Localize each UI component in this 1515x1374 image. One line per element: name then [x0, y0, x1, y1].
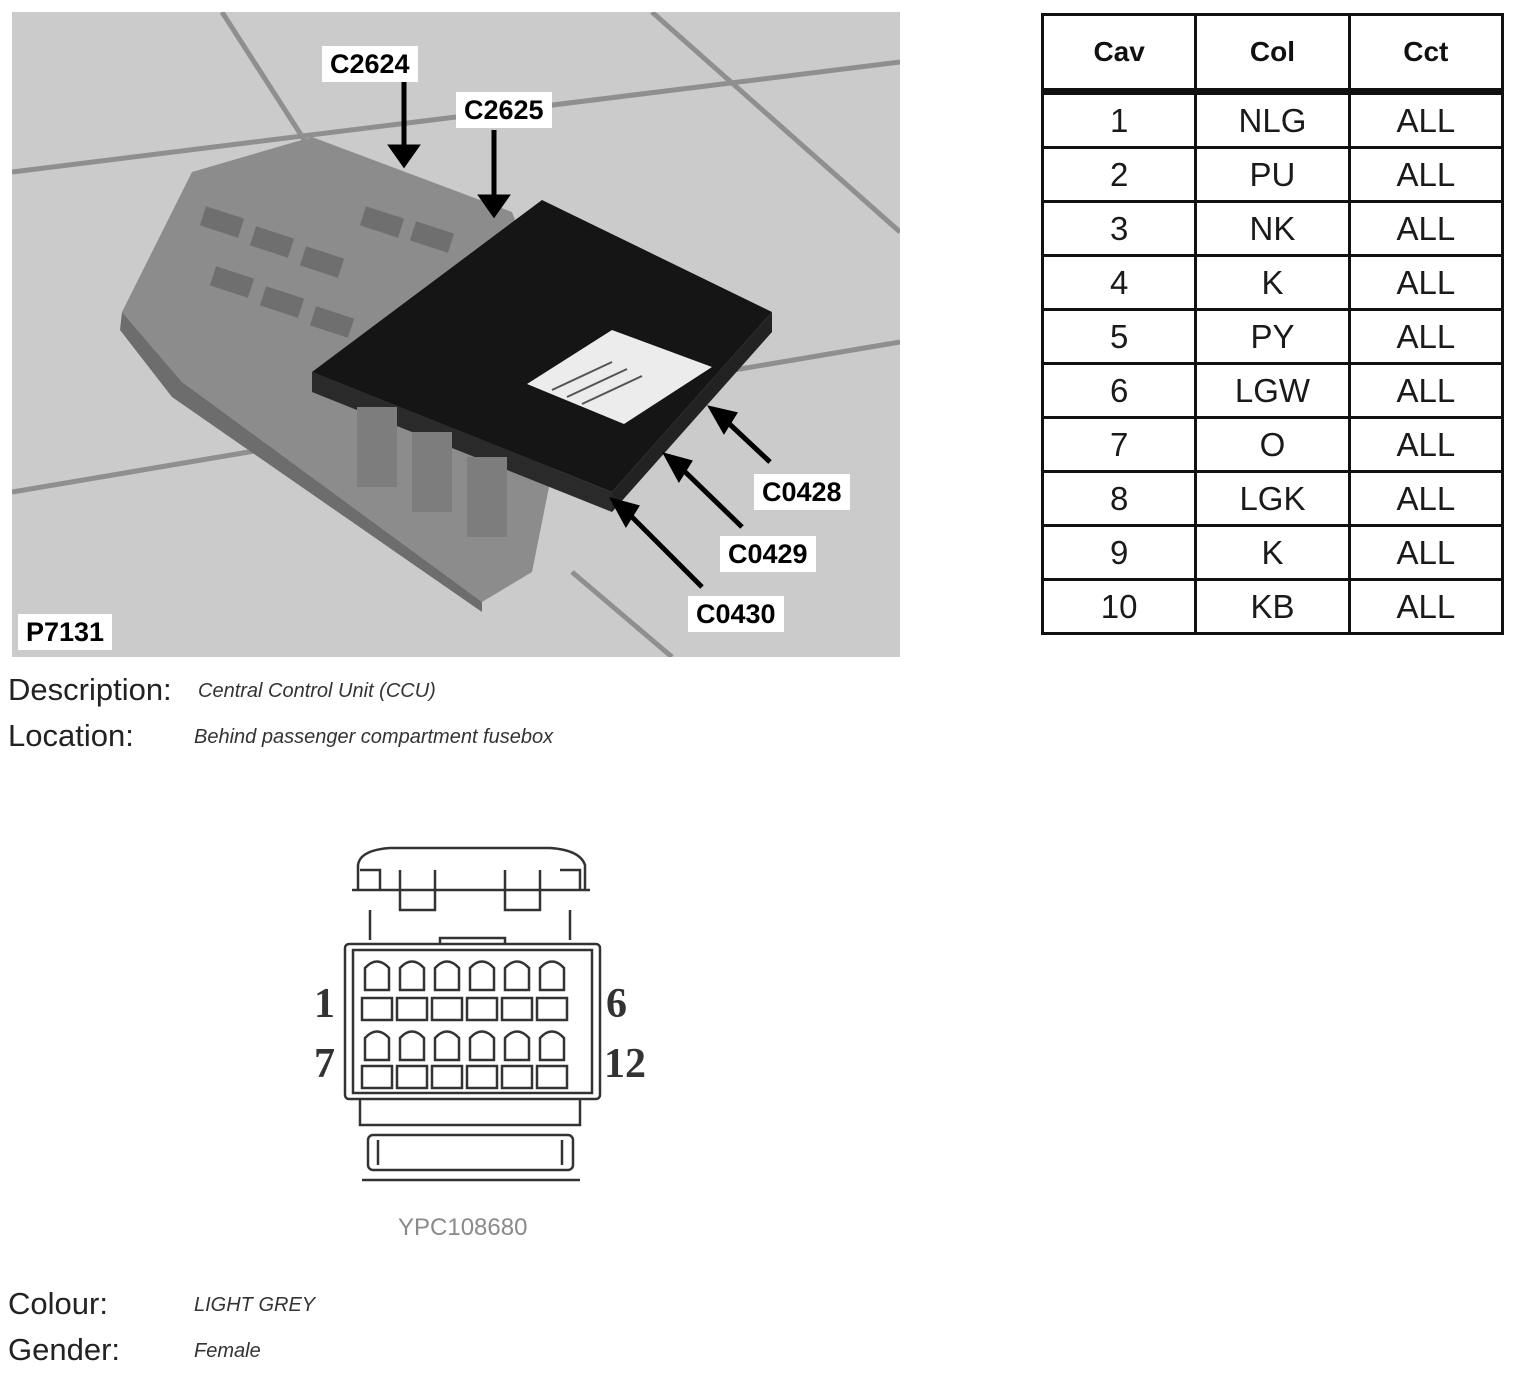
- cell-cct: ALL: [1347, 417, 1505, 473]
- description-value: Central Control Unit (CCU): [198, 680, 436, 702]
- cell-cav: 6: [1040, 363, 1198, 419]
- table-row: 8 LGK ALL: [1040, 471, 1505, 527]
- table-row: 6 LGW ALL: [1040, 363, 1505, 419]
- cell-col: LGW: [1194, 363, 1351, 419]
- table-row: 9 K ALL: [1040, 525, 1505, 581]
- gender-value: Female: [194, 1340, 261, 1362]
- cell-col: O: [1194, 417, 1351, 473]
- cell-col: PY: [1194, 309, 1351, 365]
- cell-cav: 5: [1040, 309, 1198, 365]
- description-label: Description:: [8, 672, 172, 707]
- part-number: YPC108680: [398, 1214, 528, 1241]
- cell-cct: ALL: [1347, 147, 1505, 203]
- cell-cct: ALL: [1347, 363, 1505, 419]
- component-photo: C2624 C2625 C0428 C0429 C0430 P7131: [12, 12, 900, 657]
- table-row: 3 NK ALL: [1040, 201, 1505, 257]
- cell-cav: 7: [1040, 417, 1198, 473]
- pinout-table: Cav Col Cct 1 NLG ALL 2 PU ALL 3 NK ALL …: [1040, 13, 1505, 635]
- cell-col: K: [1194, 525, 1351, 581]
- gender-label: Gender:: [8, 1332, 121, 1367]
- cell-cav: 4: [1040, 255, 1198, 311]
- cell-col: K: [1194, 255, 1351, 311]
- table-row: 4 K ALL: [1040, 255, 1505, 311]
- cell-cav: 9: [1040, 525, 1198, 581]
- cell-cav: 10: [1040, 579, 1198, 634]
- callout-c0429: C0429: [720, 536, 816, 572]
- photo-reference: P7131: [18, 614, 113, 650]
- pin-label-1: 1: [314, 981, 335, 1027]
- header-col: Col: [1194, 14, 1351, 95]
- cell-cct: ALL: [1347, 525, 1505, 581]
- callout-c2625: C2625: [456, 92, 552, 128]
- colour-value: LIGHT GREY: [194, 1294, 316, 1316]
- cell-col: PU: [1194, 147, 1351, 203]
- location-label: Location:: [8, 718, 134, 753]
- colour-label: Colour:: [8, 1286, 108, 1321]
- location-value: Behind passenger compartment fusebox: [194, 726, 554, 748]
- pin-label-12: 12: [604, 1041, 646, 1087]
- table-row: 2 PU ALL: [1040, 147, 1505, 203]
- pin-label-6: 6: [606, 981, 627, 1027]
- table-header-row: Cav Col Cct: [1040, 14, 1505, 95]
- table-row: 5 PY ALL: [1040, 309, 1505, 365]
- cell-cct: ALL: [1347, 471, 1505, 527]
- cell-cct: ALL: [1347, 91, 1505, 149]
- cell-cav: 2: [1040, 147, 1198, 203]
- cell-cct: ALL: [1347, 255, 1505, 311]
- callout-c0430: C0430: [688, 596, 784, 632]
- cell-col: LGK: [1194, 471, 1351, 527]
- cell-cav: 3: [1040, 201, 1198, 257]
- pin-label-7: 7: [314, 1041, 335, 1087]
- connector-outline: [343, 846, 602, 1182]
- cell-cav: 1: [1040, 91, 1198, 149]
- cell-cct: ALL: [1347, 579, 1505, 634]
- cell-cav: 8: [1040, 471, 1198, 527]
- table-row: 7 O ALL: [1040, 417, 1505, 473]
- cell-col: NLG: [1194, 91, 1351, 149]
- cell-col: KB: [1194, 579, 1351, 634]
- cell-cct: ALL: [1347, 309, 1505, 365]
- connector-face-diagram: 1 6 7 12: [300, 840, 680, 1205]
- table-row: 10 KB ALL: [1040, 579, 1505, 634]
- header-cct: Cct: [1347, 14, 1505, 95]
- callout-c0428: C0428: [754, 474, 850, 510]
- cell-col: NK: [1194, 201, 1351, 257]
- callout-c2624: C2624: [322, 46, 418, 82]
- header-cav: Cav: [1040, 14, 1198, 95]
- cell-cct: ALL: [1347, 201, 1505, 257]
- table-row: 1 NLG ALL: [1040, 91, 1505, 149]
